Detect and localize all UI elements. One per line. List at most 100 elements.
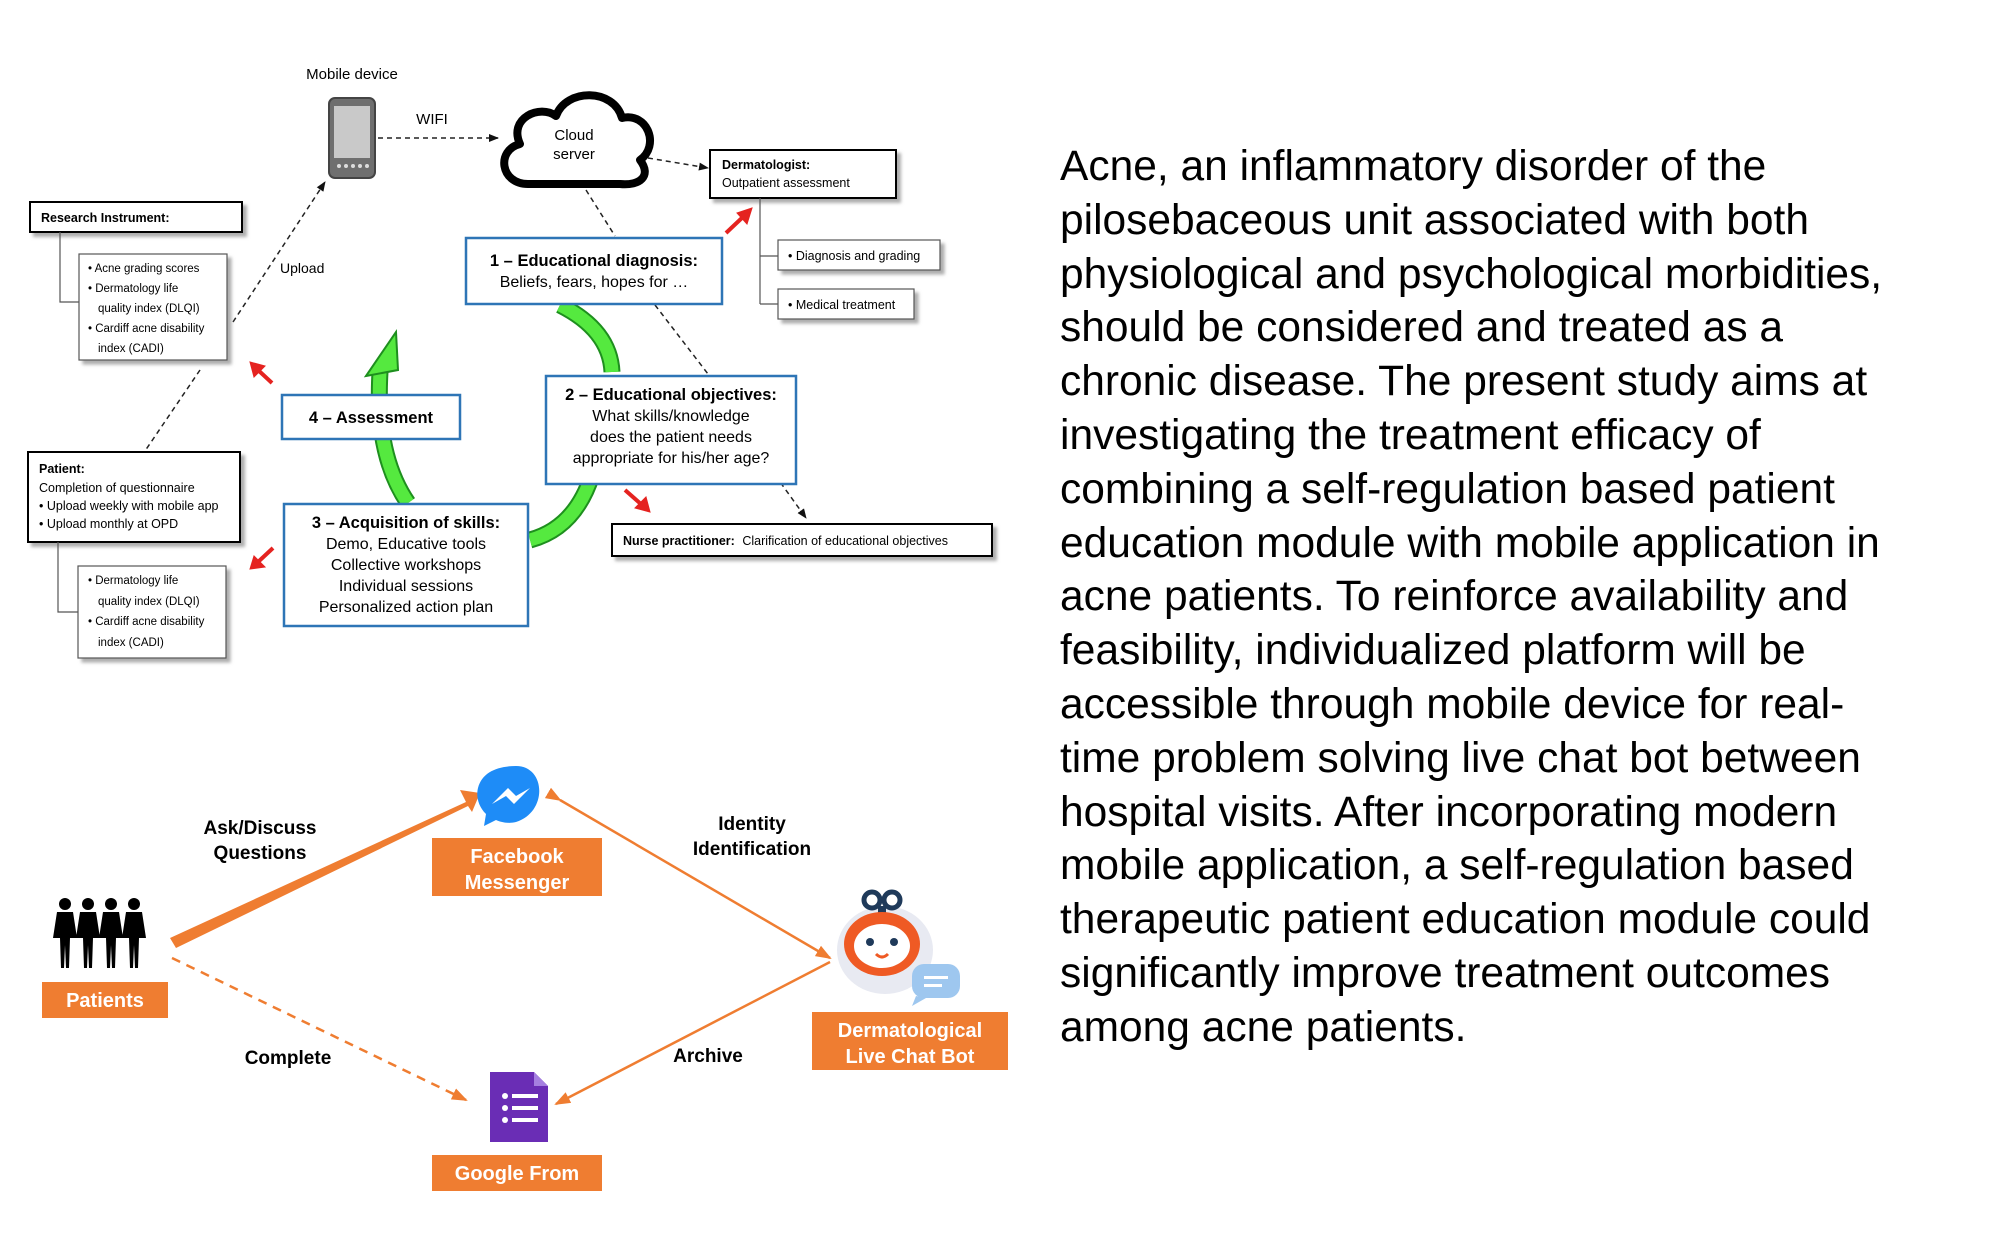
derm-item-diagnosis-text: • Diagnosis and grading (788, 249, 920, 263)
patient-item-1: • Dermatology life (88, 575, 178, 587)
step3-box: 3 – Acquisition of skills: Demo, Educati… (282, 502, 530, 628)
step1-box: 1 – Educational diagnosis: Beliefs, fear… (464, 236, 724, 306)
nurse-title: Nurse practitioner: (623, 534, 735, 548)
step3-title: 3 – Acquisition of skills: (312, 514, 500, 532)
patients-label: Patients (66, 990, 144, 1012)
research-bracket (59, 232, 80, 303)
step1-to-step2-connector (654, 304, 709, 375)
complete-label: Complete (245, 1048, 332, 1069)
chat-bubble-icon (912, 964, 960, 1006)
research-item-3: • Cardiff acne disability (88, 323, 205, 335)
mobile-device-label: Mobile device (306, 66, 398, 83)
cloud-icon (500, 91, 654, 189)
red-arrow-to-research (249, 361, 274, 385)
red-arrow-to-nurse (623, 488, 651, 513)
step2-line3: appropriate for his/her age? (573, 450, 770, 467)
abstract-line: education module with mobile application… (1060, 519, 1880, 567)
cycle-arrows (363, 297, 621, 549)
step2-box: 2 – Educational objectives: What skills/… (544, 374, 798, 486)
complete-arrow (171, 956, 468, 1102)
abstract-line: chronic disease. The present study aims … (1060, 358, 1868, 406)
abstract-line: therapeutic patient education module cou… (1060, 896, 1871, 944)
step1-title: 1 – Educational diagnosis: (490, 252, 698, 270)
dermatologist-title: Dermatologist: (722, 158, 810, 172)
patient-item-2b: index (CADI) (98, 637, 164, 649)
cloud-to-dermatologist-connector (647, 157, 709, 171)
google-label: Google From (455, 1163, 579, 1185)
chatbot-label-line2: Live Chat Bot (846, 1046, 975, 1068)
cloud-label-line1: Cloud (554, 127, 593, 144)
cloud-label-line2: server (553, 146, 595, 163)
messenger-label-box: Facebook Messenger (432, 838, 602, 896)
wifi-label: WIFI (416, 111, 448, 128)
identity-arrow (544, 787, 832, 960)
step4-title: 4 – Assessment (309, 409, 434, 427)
abstract-line: among acne patients. (1060, 1003, 1467, 1051)
research-instrument-title: Research Instrument: (41, 211, 170, 225)
abstract-paragraph: Acne, an inflammatory disorder of the pi… (1060, 140, 1960, 1055)
step2-line2: does the patient needs (590, 429, 752, 446)
dashed-connectors (144, 134, 807, 519)
red-arrow-to-patient (249, 546, 275, 570)
research-item-3b: index (CADI) (98, 343, 164, 355)
green-arrowhead (363, 328, 400, 378)
step3-line4: Personalized action plan (319, 599, 493, 616)
abstract-line: investigating the treatment efficacy of (1060, 411, 1761, 459)
step3-line2: Collective workshops (331, 557, 481, 574)
research-item-2: • Dermatology life (88, 283, 178, 295)
abstract-line: hospital visits. After incorporating mod… (1060, 788, 1838, 836)
ask-arrow (170, 790, 480, 948)
red-arrows (249, 207, 753, 570)
step3-line1: Demo, Educative tools (326, 536, 486, 553)
messenger-label-line2: Messenger (465, 872, 570, 894)
patient-items-box: • Dermatology life quality index (DLQI) … (77, 565, 227, 659)
abstract-line: mobile application, a self-regulation ba… (1060, 842, 1854, 890)
ask-label-line1: Ask/Discuss (203, 818, 316, 839)
archive-arrow (554, 960, 831, 1106)
mobile-phone-icon (328, 97, 376, 179)
step2-line1: What skills/knowledge (592, 408, 750, 425)
abstract-line: pilosebaceous unit associated with both (1060, 196, 1809, 244)
research-item-2b: quality index (DLQI) (98, 303, 200, 315)
people-icon (53, 898, 146, 968)
derm-item-medical: • Medical treatment (777, 288, 915, 320)
step3-line3: Individual sessions (339, 578, 473, 595)
cloud-to-step1-connector (585, 189, 616, 237)
nurse-text: Nurse practitioner: Clarification of edu… (623, 534, 948, 548)
google-forms-icon (490, 1072, 548, 1142)
derm-item-diagnosis: • Diagnosis and grading (777, 239, 941, 271)
messenger-icon (477, 766, 540, 826)
nurse-box: Nurse practitioner: Clarification of edu… (611, 523, 993, 557)
patient-line3: • Upload monthly at OPD (39, 517, 178, 531)
patients-label-box: Patients (42, 982, 168, 1018)
identity-label-line1: Identity (718, 814, 786, 835)
derm-item-medical-text: • Medical treatment (788, 298, 896, 312)
patient-item-1b: quality index (DLQI) (98, 596, 200, 608)
research-item-1: • Acne grading scores (88, 263, 200, 275)
messenger-label-line1: Facebook (470, 846, 564, 868)
red-arrow-to-dermatologist (724, 207, 753, 235)
step2-title: 2 – Educational objectives: (565, 386, 777, 404)
abstract-line: combining a self-regulation based patien… (1060, 465, 1835, 513)
step1-line1: Beliefs, fears, hopes for … (500, 274, 689, 291)
dermatologist-box: Dermatologist: Outpatient assessment (709, 149, 897, 199)
research-instrument-box: Research Instrument: (29, 201, 243, 233)
patient-bracket (57, 542, 78, 613)
abstract-line: physiological and psychological morbidit… (1060, 250, 1883, 298)
upload-label: Upload (280, 260, 324, 276)
chatbot-icon (837, 889, 933, 994)
archive-label: Archive (673, 1046, 743, 1067)
research-to-patient-connector (144, 369, 201, 452)
upload-connector (232, 181, 326, 323)
patient-title: Patient: (39, 462, 85, 476)
ask-label-line2: Questions (214, 843, 307, 864)
abstract-line: should be considered and treated as a (1060, 304, 1784, 352)
step4-box: 4 – Assessment (280, 393, 462, 441)
abstract-line: accessible through mobile device for rea… (1060, 680, 1845, 728)
abstract-line: significantly improve treatment outcomes (1060, 949, 1831, 997)
chatbot-label-box: Dermatological Live Chat Bot (812, 1012, 1008, 1070)
abstract-line: time problem solving live chat bot betwe… (1060, 734, 1861, 782)
research-items-box: • Acne grading scores • Dermatology life… (78, 253, 228, 361)
dermatologist-bracket (759, 198, 778, 305)
